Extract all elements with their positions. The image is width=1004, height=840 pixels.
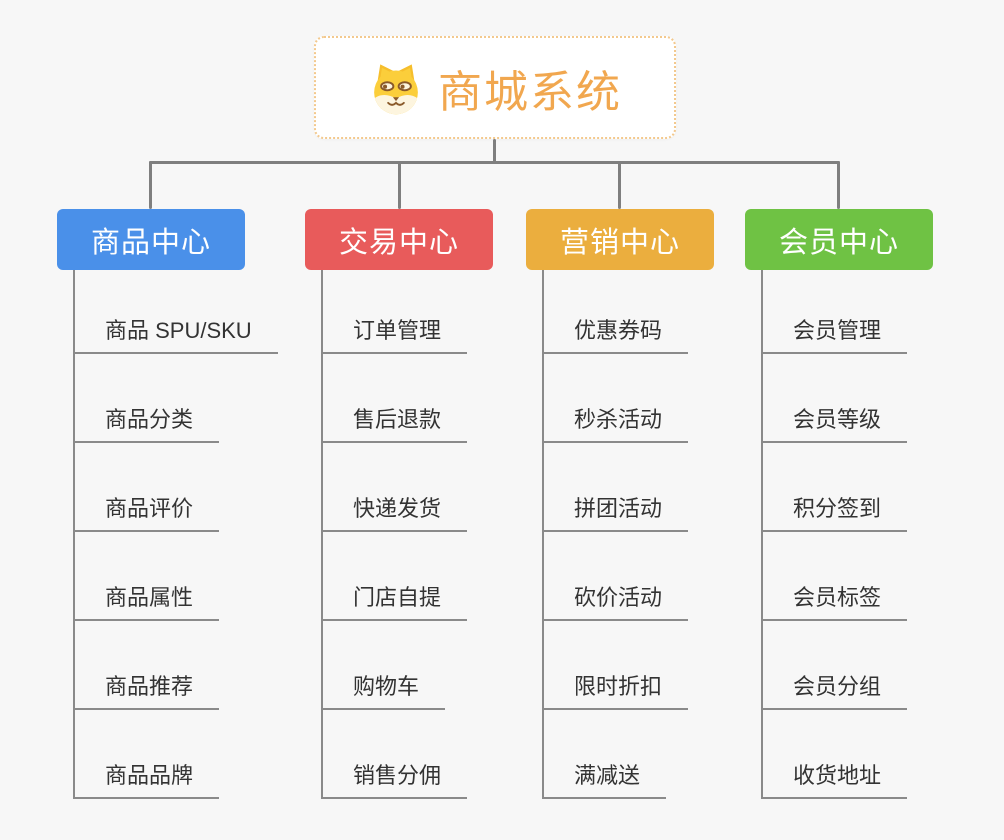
- leaf-item: 门店自提: [323, 532, 493, 621]
- leaf-item: 会员标签: [763, 532, 933, 621]
- branch-children: 优惠券码 秒杀活动 拼团活动 砍价活动 限时折扣 满减送: [542, 270, 714, 799]
- leaf-label[interactable]: 会员等级: [763, 405, 908, 443]
- leaf-item: 会员等级: [763, 354, 933, 443]
- branch-product-center: 商品中心 商品 SPU/SKU 商品分类 商品评价 商品属性 商品推荐 商品品牌: [57, 209, 278, 799]
- connector-drop-marketing: [618, 161, 621, 209]
- leaf-item: 商品推荐: [75, 621, 245, 710]
- leaf-item: 积分签到: [763, 443, 933, 532]
- connector-drop-member: [837, 161, 840, 209]
- leaf-label[interactable]: 砍价活动: [544, 583, 689, 621]
- leaf-label[interactable]: 门店自提: [323, 583, 468, 621]
- leaf-label[interactable]: 商品品牌: [75, 761, 220, 799]
- leaf-label[interactable]: 优惠券码: [544, 316, 689, 354]
- leaf-label[interactable]: 拼团活动: [544, 494, 689, 532]
- branch-node-product-center[interactable]: 商品中心: [57, 209, 245, 270]
- leaf-item: 秒杀活动: [544, 354, 714, 443]
- branch-children: 商品 SPU/SKU 商品分类 商品评价 商品属性 商品推荐 商品品牌: [73, 270, 278, 799]
- connector-root-trunk: [493, 139, 496, 164]
- branch-children: 订单管理 售后退款 快递发货 门店自提 购物车 销售分佣: [321, 270, 493, 799]
- leaf-item: 限时折扣: [544, 621, 714, 710]
- leaf-item: 会员分组: [763, 621, 933, 710]
- leaf-item: 砍价活动: [544, 532, 714, 621]
- branch-node-member-center[interactable]: 会员中心: [745, 209, 933, 270]
- branch-node-marketing-center[interactable]: 营销中心: [526, 209, 714, 270]
- leaf-label[interactable]: 商品 SPU/SKU: [75, 316, 278, 354]
- leaf-label[interactable]: 商品分类: [75, 405, 220, 443]
- leaf-item: 售后退款: [323, 354, 493, 443]
- leaf-item: 商品分类: [75, 354, 245, 443]
- leaf-item: 商品品牌: [75, 710, 245, 799]
- connector-horizontal: [149, 161, 840, 164]
- leaf-item: 满减送: [544, 710, 714, 799]
- leaf-label[interactable]: 会员分组: [763, 672, 908, 710]
- leaf-label[interactable]: 快递发货: [323, 494, 468, 532]
- leaf-label[interactable]: 售后退款: [323, 405, 468, 443]
- branch-member-center: 会员中心 会员管理 会员等级 积分签到 会员标签 会员分组 收货地址: [745, 209, 933, 799]
- leaf-item: 拼团活动: [544, 443, 714, 532]
- leaf-label[interactable]: 收货地址: [763, 761, 908, 799]
- branch-trade-center: 交易中心 订单管理 售后退款 快递发货 门店自提 购物车 销售分佣: [305, 209, 493, 799]
- leaf-item: 购物车: [323, 621, 493, 710]
- connector-drop-trade: [398, 161, 401, 209]
- leaf-item: 商品评价: [75, 443, 245, 532]
- leaf-label[interactable]: 满减送: [544, 761, 667, 799]
- leaf-label[interactable]: 商品推荐: [75, 672, 220, 710]
- root-node[interactable]: 商城系统: [314, 36, 676, 139]
- leaf-label[interactable]: 会员标签: [763, 583, 908, 621]
- leaf-label[interactable]: 会员管理: [763, 316, 908, 354]
- leaf-label[interactable]: 秒杀活动: [544, 405, 689, 443]
- root-title: 商城系统: [438, 67, 622, 117]
- leaf-item: 快递发货: [323, 443, 493, 532]
- leaf-item: 收货地址: [763, 710, 933, 799]
- branch-marketing-center: 营销中心 优惠券码 秒杀活动 拼团活动 砍价活动 限时折扣 满减送: [526, 209, 714, 799]
- leaf-label[interactable]: 商品属性: [75, 583, 220, 621]
- leaf-item: 优惠券码: [544, 270, 714, 354]
- leaf-item: 会员管理: [763, 270, 933, 354]
- leaf-label[interactable]: 积分签到: [763, 494, 908, 532]
- leaf-item: 商品属性: [75, 532, 245, 621]
- branch-children: 会员管理 会员等级 积分签到 会员标签 会员分组 收货地址: [761, 270, 933, 799]
- leaf-label[interactable]: 商品评价: [75, 494, 220, 532]
- leaf-label[interactable]: 限时折扣: [544, 672, 689, 710]
- connector-drop-product: [149, 161, 152, 209]
- leaf-item: 订单管理: [323, 270, 493, 354]
- leaf-item: 商品 SPU/SKU: [75, 270, 278, 354]
- leaf-label[interactable]: 订单管理: [323, 316, 468, 354]
- leaf-label[interactable]: 销售分佣: [323, 761, 468, 799]
- branch-node-trade-center[interactable]: 交易中心: [305, 209, 493, 270]
- leaf-label[interactable]: 购物车: [323, 672, 446, 710]
- dog-face-icon: [368, 60, 424, 116]
- leaf-item: 销售分佣: [323, 710, 493, 799]
